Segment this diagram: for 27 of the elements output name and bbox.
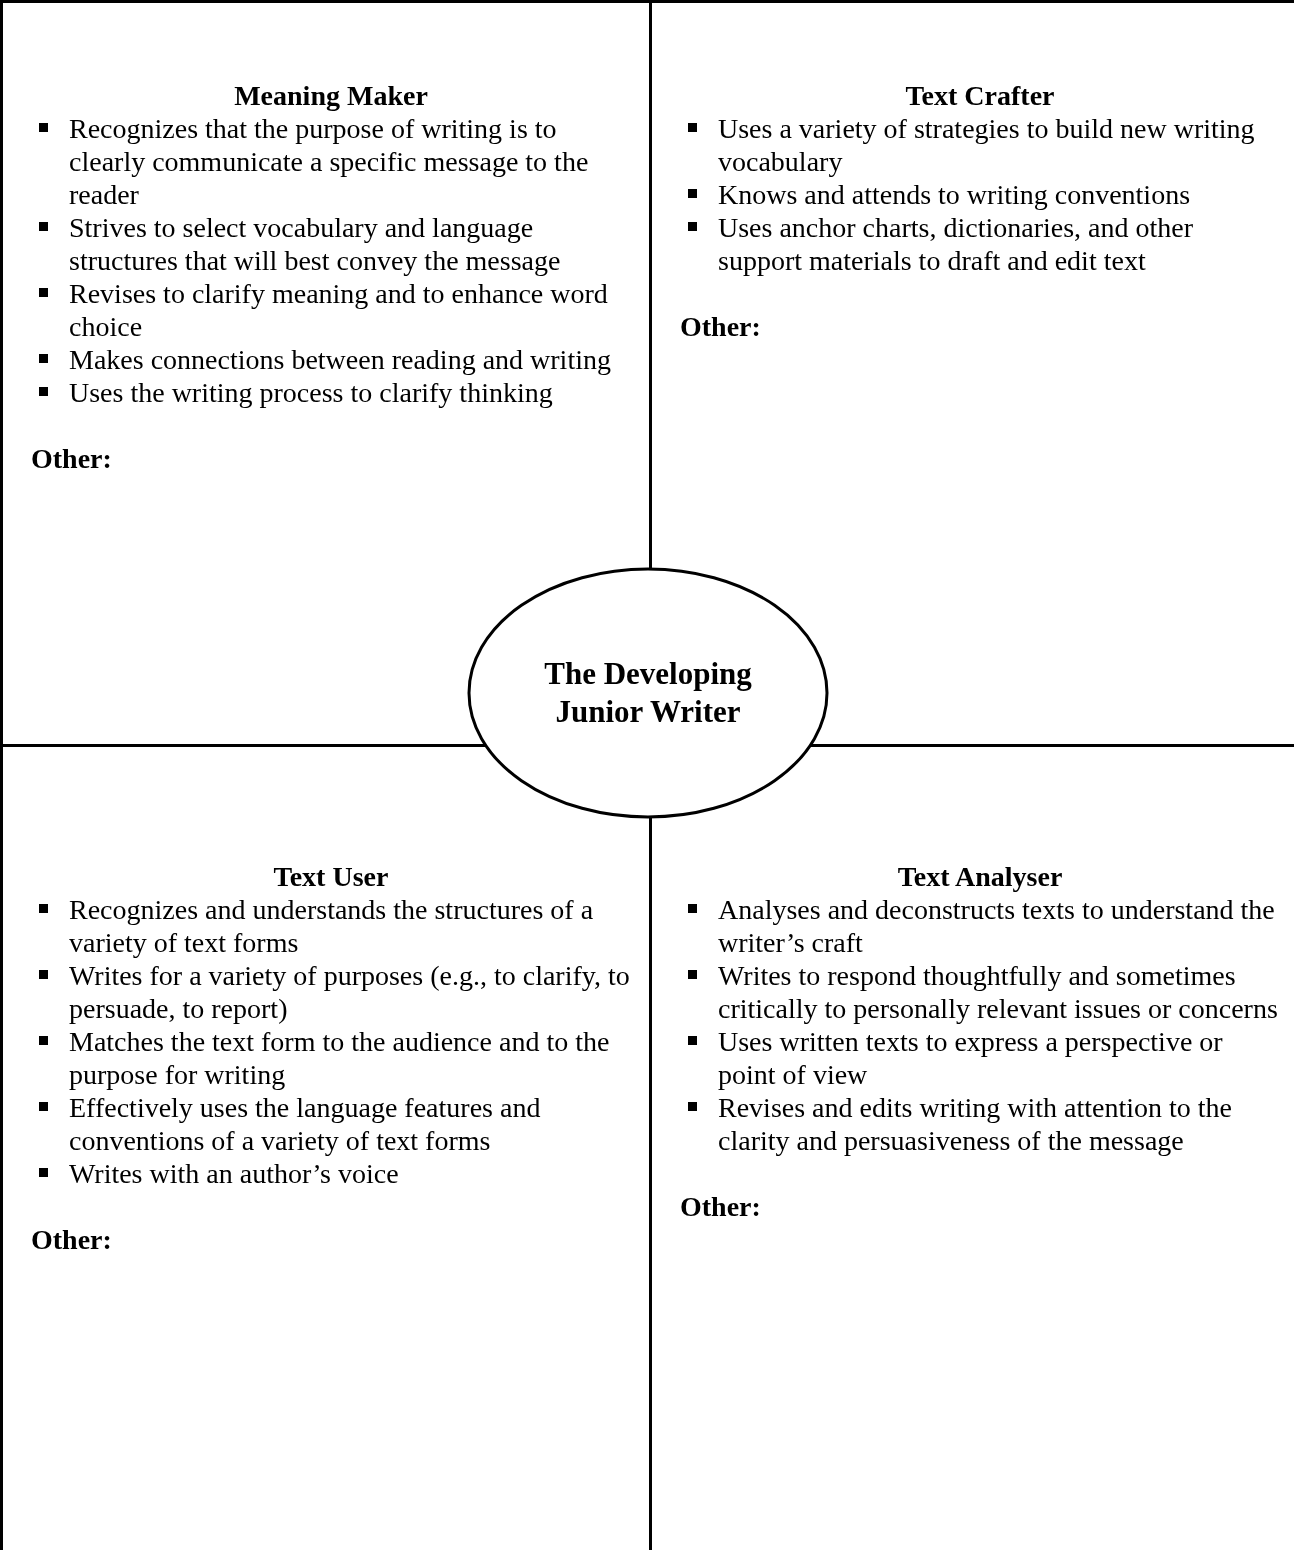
bullet-item: Recognizes and understands the structures of a variety of text forms	[31, 893, 631, 959]
bullet-item: Uses the writing process to clarify thinking	[31, 376, 631, 409]
bullet-item: Revises to clarify meaning and to enhance word choice	[31, 277, 631, 343]
section-heading: Meaning Maker	[233, 79, 429, 112]
section-heading: Text User	[272, 860, 390, 893]
center-ellipse	[467, 567, 829, 819]
bullet-item: Writes to respond thoughtfully and sometimes critically to personally relevant issues or concerns	[680, 959, 1280, 1025]
other-label: Other:	[680, 310, 762, 343]
bullet-item: Recognizes that the purpose of writing is to clearly communicate a specific message to the reader	[31, 112, 631, 211]
bullet-item: Strives to select vocabulary and language structures that will best convey the message	[31, 211, 631, 277]
other-label: Other:	[31, 442, 113, 475]
section-heading: Text Crafter	[904, 79, 1056, 112]
bullet-item: Matches the text form to the audience and to the purpose for writing	[31, 1025, 631, 1091]
section-heading: Text Analyser	[896, 860, 1064, 893]
bullet-item: Writes with an author’s voice	[31, 1157, 631, 1190]
other-label: Other:	[31, 1223, 113, 1256]
bullet-item: Uses anchor charts, dictionaries, and other support materials to draft and edit text	[680, 211, 1280, 277]
bullet-item: Uses written texts to express a perspective or point of view	[680, 1025, 1280, 1091]
center-title: The Developing Junior Writer	[543, 655, 753, 731]
bullet-item: Knows and attends to writing conventions	[680, 178, 1280, 211]
bullet-item: Revises and edits writing with attention to the clarity and persuasiveness of the message	[680, 1091, 1280, 1157]
bullet-item: Writes for a variety of purposes (e.g., to clarify, to persuade, to report)	[31, 959, 631, 1025]
other-label: Other:	[680, 1190, 762, 1223]
bullet-item: Makes connections between reading and writing	[31, 343, 631, 376]
bullet-item: Analyses and deconstructs texts to understand the writer’s craft	[680, 893, 1280, 959]
bullet-item: Uses a variety of strategies to build new writing vocabulary	[680, 112, 1280, 178]
bullet-item: Effectively uses the language features and conventions of a variety of text forms	[31, 1091, 631, 1157]
